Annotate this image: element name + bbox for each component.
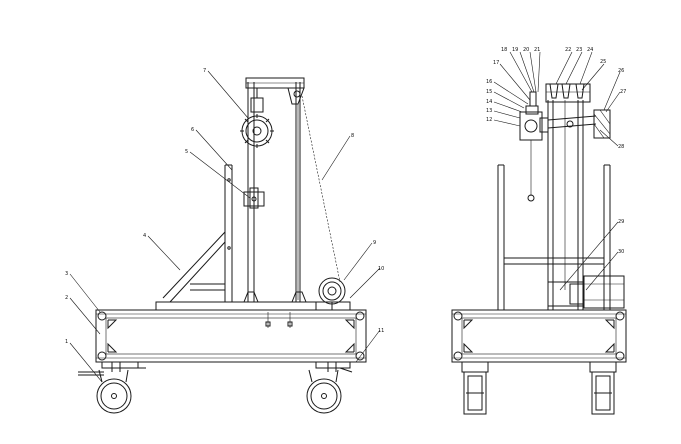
left-sprocket-wheel [240,88,274,148]
right-left-bracket [519,91,549,202]
callout-12: 12 [486,117,492,123]
callout-26: 26 [618,68,624,74]
right-side-frame [497,164,611,310]
callout-5: 5 [185,149,188,155]
callout-7: 7 [203,68,206,74]
callout-27: 27 [620,89,626,95]
callout-8: 8 [351,133,354,139]
left-rear-frame [162,164,233,303]
callout-15: 15 [486,89,492,95]
left-side-elevation-view: 1 2 3 4 5 6 7 8 9 10 11 [65,68,384,414]
right-motor [547,275,625,309]
callout-6: 6 [191,127,194,133]
callout-28: 28 [618,144,624,150]
callout-2: 2 [65,295,68,301]
callout-14: 14 [486,99,492,105]
left-base-beam [95,309,367,363]
left-platform-plate [155,301,333,311]
callout-3: 3 [65,271,68,277]
right-base-beam [451,309,627,363]
callout-25: 25 [600,59,606,65]
callout-23: 23 [576,47,582,53]
callout-20: 20 [523,47,529,53]
left-wheel-front [78,361,146,414]
right-wheel-right [589,361,617,415]
left-wheel-rear [306,361,353,414]
callout-10: 10 [378,266,384,272]
callout-18: 18 [501,47,507,53]
left-callouts: 1 2 3 4 5 6 7 8 9 10 11 [65,68,384,383]
callout-22: 22 [565,47,571,53]
right-callouts: 12 13 14 15 16 17 18 19 20 21 22 23 24 [486,47,626,291]
callout-17: 17 [493,60,499,66]
callout-13: 13 [486,108,492,114]
callout-19: 19 [512,47,518,53]
callout-11: 11 [378,328,384,334]
left-winch-drum [315,277,351,311]
right-top-pulley-head [545,83,591,103]
right-clamp-arm [547,109,611,139]
right-front-elevation-view: 12 13 14 15 16 17 18 19 20 21 22 23 24 [451,47,627,415]
right-wheel-left [461,361,489,415]
callout-29: 29 [618,219,624,225]
right-mast [547,100,584,310]
callout-4: 4 [143,233,146,239]
callout-30: 30 [618,249,624,255]
callout-1: 1 [65,339,68,345]
left-drive-chain [301,95,341,283]
callout-21: 21 [534,47,540,53]
callout-24: 24 [587,47,593,53]
callout-9: 9 [373,240,376,246]
callout-16: 16 [486,79,492,85]
